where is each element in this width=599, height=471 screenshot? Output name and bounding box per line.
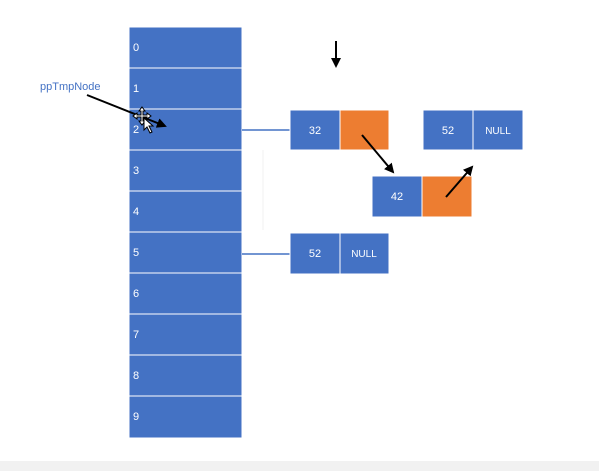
node-52-top: 52 NULL [422,109,524,151]
node-52-b5-value-cell [289,232,341,275]
bucket-2-label: 2 [133,124,139,136]
bucket-1-label: 1 [133,83,139,95]
node-52-b5-next-cell [339,232,390,275]
bucket-5-label: 5 [133,247,139,259]
pointer-arrow [86,94,167,128]
node-52-top-value-cell [422,109,474,151]
node-32: 32 [289,109,390,151]
bucket-5: 5 [128,231,243,274]
bucket-0-label: 0 [133,42,139,54]
node-32-next-cell [339,109,390,151]
node-42-value-cell [371,175,423,218]
node-52-top-value: 52 [442,125,454,137]
bucket-4-label: 4 [133,206,139,218]
bucket-6-label: 6 [133,288,139,300]
pointer-label: ppTmpNode [40,81,101,93]
bucket-4: 4 [128,190,243,233]
bucket-0: 0 [128,26,243,69]
node-32-to-42-arrow [361,134,395,174]
bucket-1: 1 [128,67,243,110]
bucket-7-label: 7 [133,329,139,341]
node-52-b5-value: 52 [309,248,321,260]
bucket-3: 3 [128,149,243,192]
move-cursor-icon [132,106,155,134]
bucket-8: 8 [128,354,243,397]
node-52-bucket5: 52 NULL [289,232,390,275]
bucket-3-label: 3 [133,165,139,177]
bucket-array: 0 1 2 3 4 5 6 7 [128,26,243,439]
node-42-next-arrow [445,165,474,198]
bucket-9-label: 9 [133,411,139,423]
bucket-9: 9 [128,395,243,439]
node-52-top-null: NULL [485,126,511,137]
node-42: 42 [371,175,473,218]
node-32-value: 32 [309,125,321,137]
node-42-value: 42 [391,191,403,203]
node-52-b5-null: NULL [351,249,377,260]
node-52-top-next-cell [472,109,524,151]
bucket-6: 6 [128,272,243,315]
bucket-7: 7 [128,313,243,356]
bucket-8-label: 8 [133,370,139,382]
bottom-bar [0,461,599,471]
